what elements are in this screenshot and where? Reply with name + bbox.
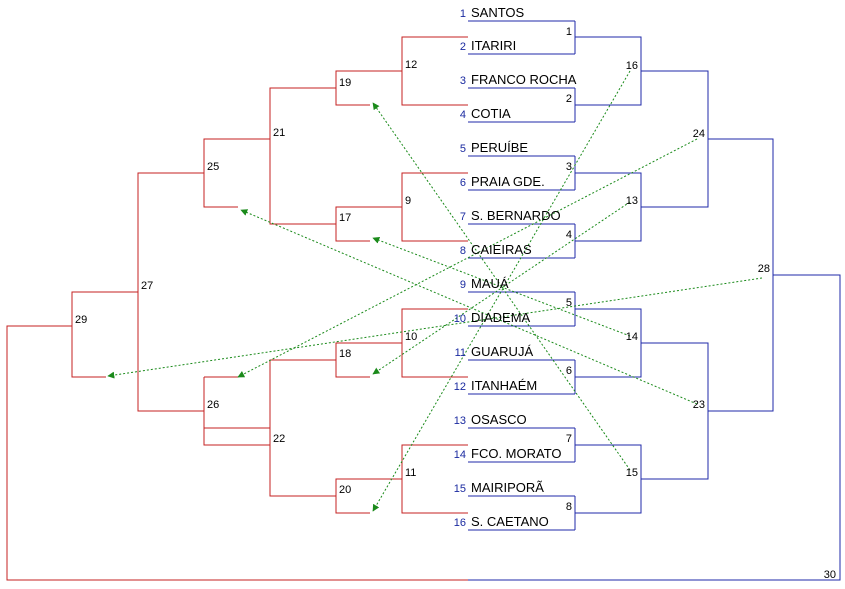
match-number: 12 xyxy=(405,59,417,71)
match-number: 23 xyxy=(693,399,705,411)
match-number: 16 xyxy=(626,60,638,72)
team-name: S. BERNARDO xyxy=(471,208,561,223)
losers-round2 xyxy=(335,70,402,514)
team-name: ITARIRI xyxy=(471,38,516,53)
match-number: 13 xyxy=(626,195,638,207)
winners-bracket xyxy=(468,20,841,581)
match-number: 7 xyxy=(566,433,572,445)
team-seed: 11 xyxy=(455,347,466,359)
losers-round1 xyxy=(401,36,468,514)
match-number: 18 xyxy=(339,348,351,360)
losers-bracket xyxy=(6,36,468,581)
match-number: 15 xyxy=(626,467,638,479)
team-seed: 2 xyxy=(460,41,466,53)
match-number: 5 xyxy=(566,297,572,309)
team-name: CAIEIRAS xyxy=(471,242,532,257)
losers-semifinal xyxy=(137,172,204,412)
match-number: 8 xyxy=(566,501,572,513)
team-seed: 12 xyxy=(454,381,466,393)
team-name: FRANCO ROCHA xyxy=(471,72,577,87)
round2-connectors xyxy=(575,36,642,514)
team-seed: 7 xyxy=(460,211,466,223)
match-number: 21 xyxy=(273,127,285,139)
match-number: 4 xyxy=(566,229,572,241)
team-name: GUARUJÁ xyxy=(471,344,533,359)
team-seed: 14 xyxy=(454,449,466,461)
losers-final xyxy=(71,291,138,378)
team-seed: 1 xyxy=(460,8,466,20)
team-name: MAIRIPORÃ xyxy=(471,480,544,495)
losers-to-grand-final xyxy=(6,325,468,581)
team-seed: 8 xyxy=(460,245,466,257)
team-name: MAUÁ xyxy=(471,276,509,291)
match-number: 29 xyxy=(75,314,87,326)
team-name: DIADEMA xyxy=(471,310,531,325)
match-numbers: 1 2 3 4 5 6 7 8 16 13 14 15 24 23 28 30 … xyxy=(75,26,836,581)
match-number: 22 xyxy=(273,433,285,445)
match-number: 30 xyxy=(824,569,836,581)
winners-final-connector xyxy=(708,138,774,412)
team-name: S. CAETANO xyxy=(471,514,549,529)
match-number: 10 xyxy=(405,331,417,343)
match-number: 24 xyxy=(693,128,705,140)
match-number: 2 xyxy=(566,93,572,105)
team-name: PRAIA GDE. xyxy=(471,174,545,189)
match-number: 6 xyxy=(566,365,572,377)
match-number: 19 xyxy=(339,77,351,89)
match-number: 9 xyxy=(405,195,411,207)
match-number: 28 xyxy=(758,263,770,275)
team-name: PERUÍBE xyxy=(471,140,528,155)
team-seed: 9 xyxy=(460,279,466,291)
team-seed: 10 xyxy=(454,313,466,325)
match-number: 11 xyxy=(405,467,416,479)
match-number: 20 xyxy=(339,484,351,496)
team-name: FCO. MORATO xyxy=(471,446,562,461)
match-number: 17 xyxy=(339,212,351,224)
team-seed: 3 xyxy=(460,75,466,87)
match-number: 25 xyxy=(207,161,219,173)
team-seed: 13 xyxy=(454,415,466,427)
match-number: 26 xyxy=(207,399,219,411)
drop-line xyxy=(372,70,631,512)
grand-final-connector xyxy=(468,274,841,581)
team-name: SANTOS xyxy=(471,5,525,20)
team-name: COTIA xyxy=(471,106,511,121)
team-name: OSASCO xyxy=(471,412,527,427)
team-seed: 5 xyxy=(460,143,466,155)
team-seed: 4 xyxy=(460,109,466,121)
team-name: ITANHAÉM xyxy=(471,378,537,393)
match-number: 14 xyxy=(626,331,638,343)
team-seed: 15 xyxy=(454,483,466,495)
drop-line xyxy=(372,236,631,337)
team-underline xyxy=(468,20,575,531)
team-seed: 6 xyxy=(460,177,466,189)
drop-line xyxy=(372,201,631,375)
team-list: 1 SANTOS 2 ITARIRI 3 FRANCO ROCHA 4 COTI… xyxy=(454,5,577,529)
match-number: 27 xyxy=(141,280,153,292)
drop-line xyxy=(240,209,698,405)
team-seed: 16 xyxy=(454,517,466,529)
match-number: 3 xyxy=(566,161,572,173)
drop-lines xyxy=(107,70,763,512)
match-number: 1 xyxy=(566,26,572,38)
